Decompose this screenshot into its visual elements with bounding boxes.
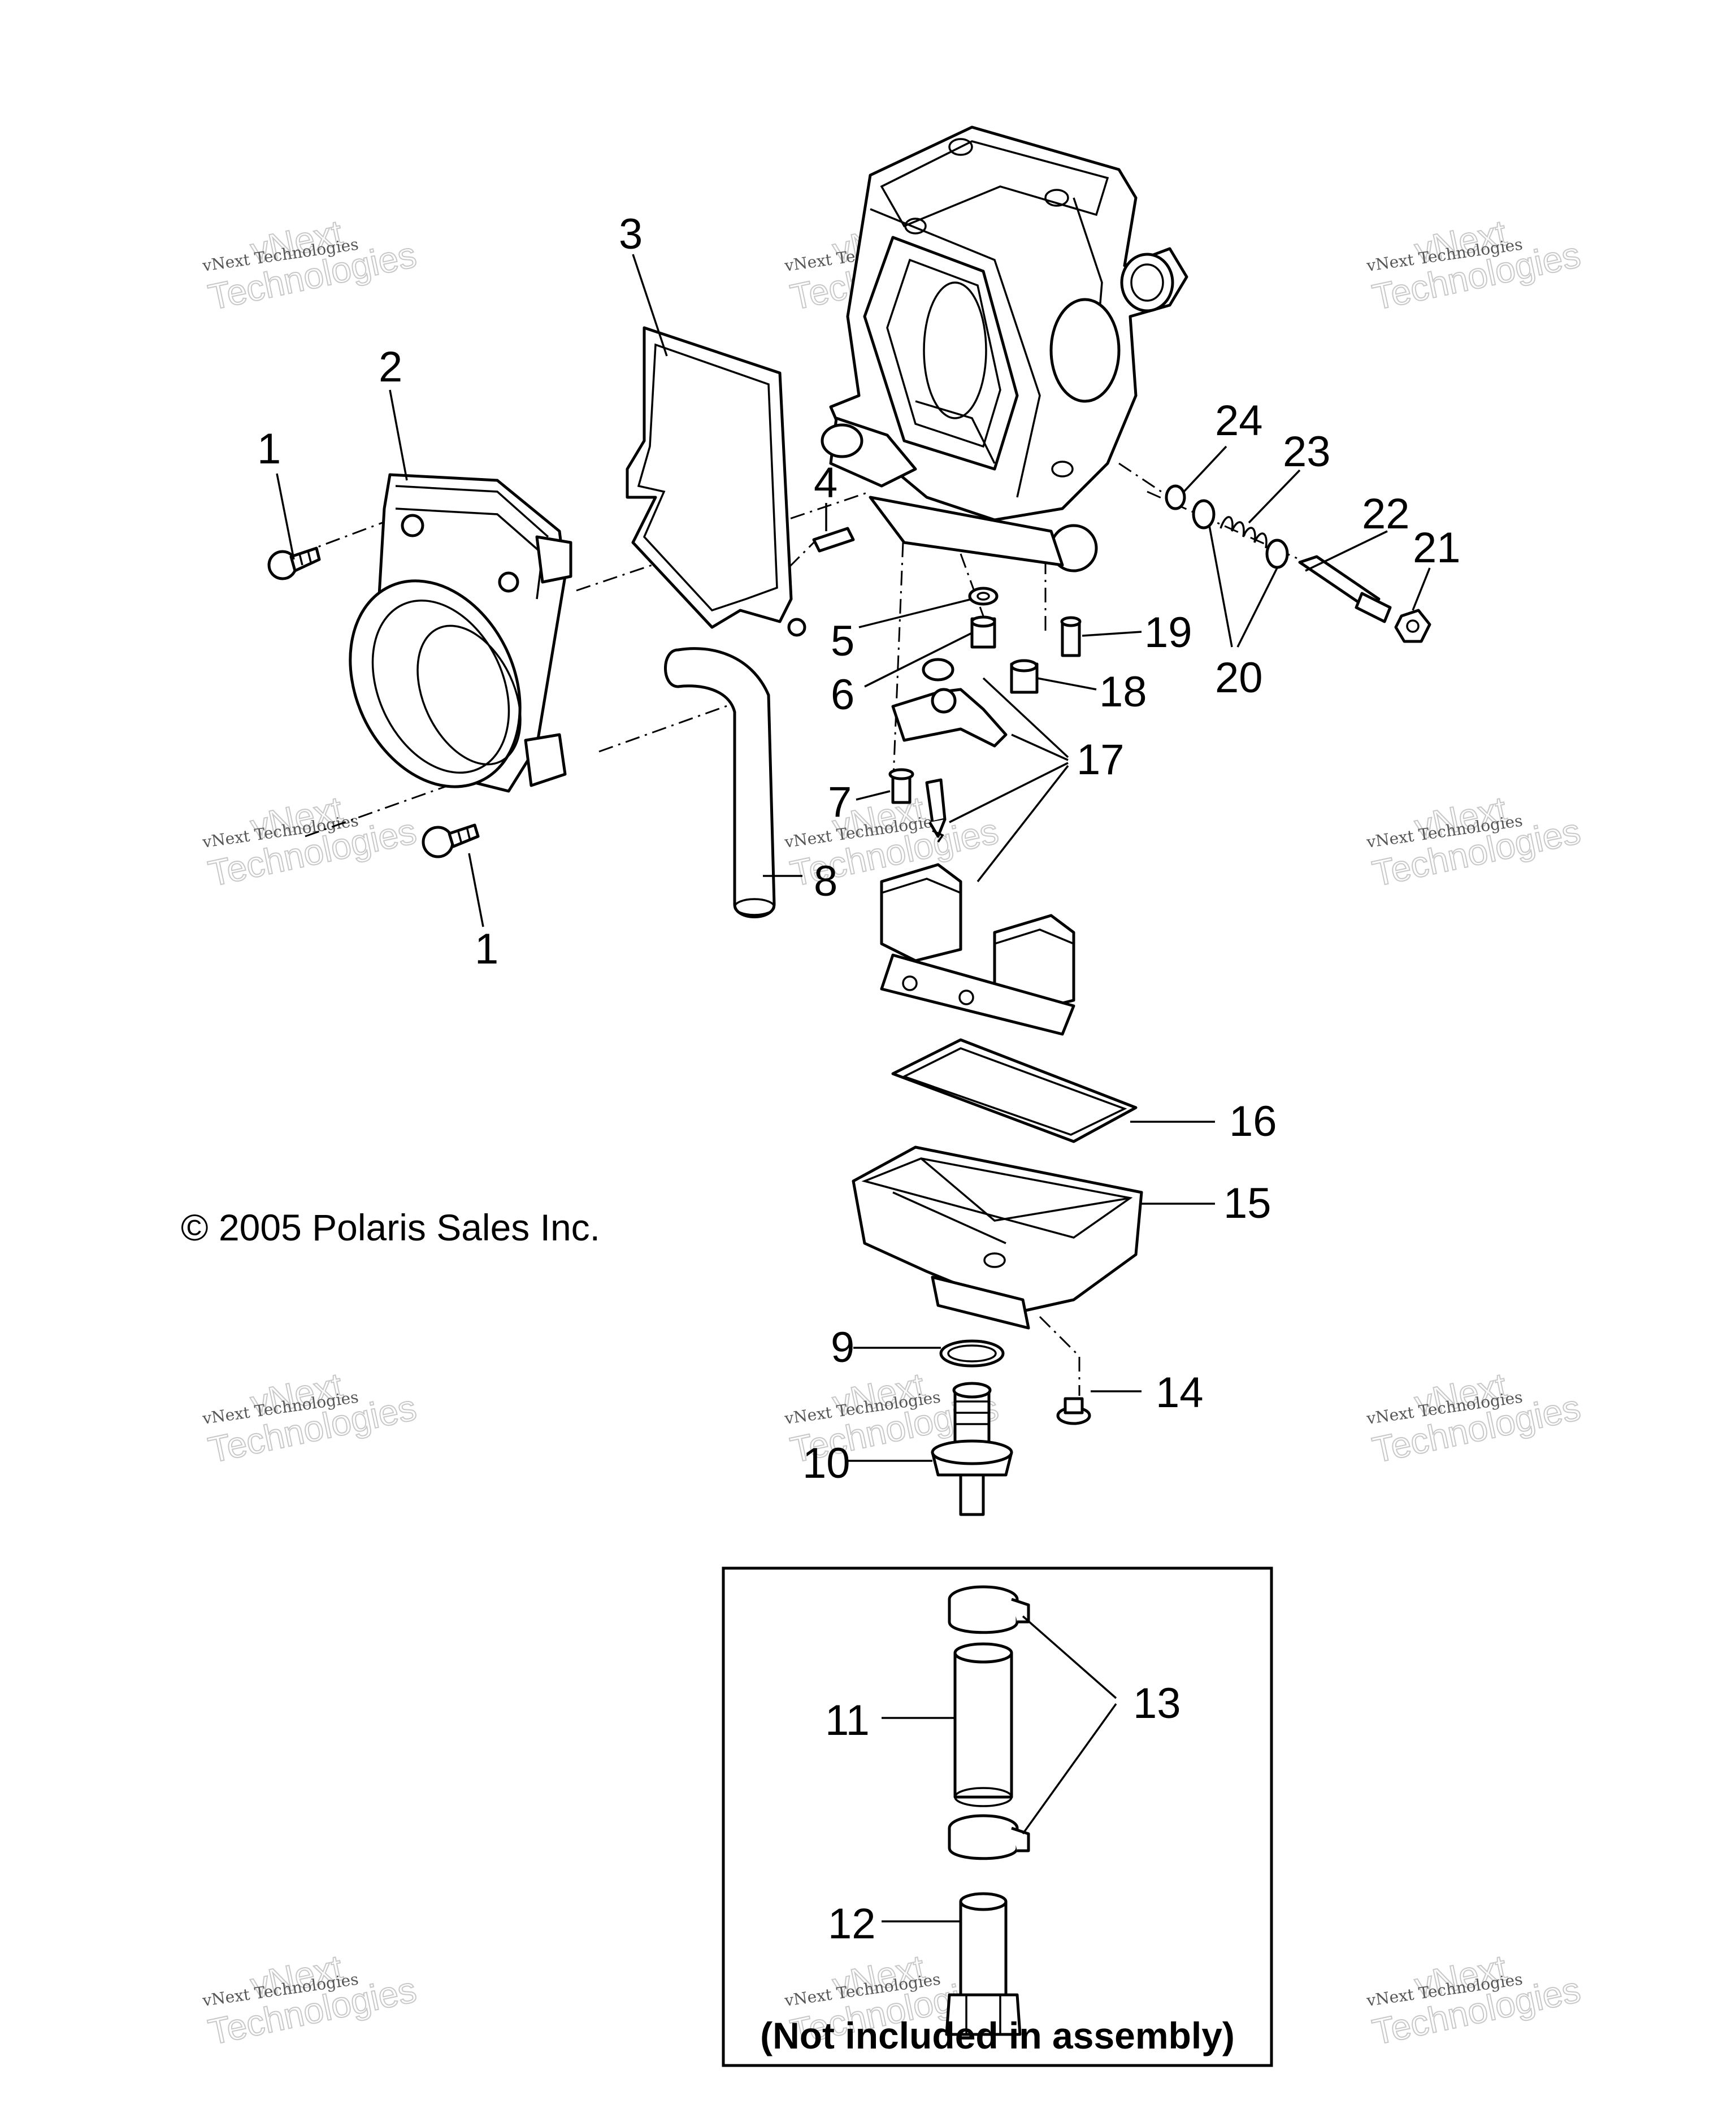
watermark: Technologies vNext vNext Technologies: [201, 788, 420, 895]
callout-1-bottom: 1: [475, 925, 498, 973]
watermark: Technologies vNext vNext Technologies: [1365, 788, 1585, 895]
part-4-pin: [812, 527, 855, 553]
part-23-spring: [1219, 516, 1268, 549]
callout-3: 3: [619, 210, 643, 258]
callout-24: 24: [1215, 397, 1263, 445]
part-5-washer: [968, 587, 999, 606]
callout-15: 15: [1223, 1179, 1271, 1227]
callout-7: 7: [828, 778, 852, 826]
part-13-clamp-lower: [948, 1814, 1030, 1860]
part-9-oring: [939, 1339, 1005, 1368]
part-3-gasket: [626, 326, 806, 637]
part-17-needle: [925, 778, 947, 838]
part-17-float-arm: [891, 688, 1008, 748]
part-12-drain-plug: [945, 1892, 1022, 2036]
part-10-drain-fitting: [931, 1382, 1013, 1516]
callout-17: 17: [1077, 736, 1125, 784]
part-13-clamp-upper: [948, 1585, 1030, 1634]
watermark: Technologies vNext vNext Technologies: [201, 1364, 420, 1471]
callout-14: 14: [1156, 1369, 1204, 1417]
callouts: 1 1 2 3 4 5 6 7 8 9 10 11 12 13 14 15 16…: [257, 210, 1461, 1948]
part-1-screw-upper: [267, 546, 321, 580]
watermark: Technologies vNext vNext Technologies: [1365, 211, 1585, 318]
callout-23: 23: [1283, 428, 1331, 476]
callout-18: 18: [1099, 668, 1147, 716]
callout-6: 6: [831, 671, 854, 719]
leader-lines: [276, 254, 1431, 1923]
callout-12: 12: [828, 1900, 876, 1948]
part-17-clip: [932, 830, 944, 843]
callout-4: 4: [814, 459, 837, 507]
watermark: Technologies vNext vNext Technologies: [201, 1946, 420, 2053]
callout-13: 13: [1133, 1680, 1181, 1728]
callout-20: 20: [1215, 654, 1263, 702]
carburetor-body: [821, 125, 1188, 572]
part-14-screw: [1056, 1397, 1091, 1425]
part-2-inlet-housing: [349, 473, 572, 793]
part-1-screw-lower: [422, 823, 480, 858]
callout-19: 19: [1144, 609, 1192, 657]
callout-1-top: 1: [257, 425, 281, 473]
callout-21: 21: [1413, 524, 1461, 572]
part-11-tube: [953, 1642, 1013, 1807]
callout-10: 10: [802, 1439, 850, 1487]
part-15-float-bowl: [852, 1145, 1143, 1330]
watermark: Technologies vNext vNext Technologies: [201, 211, 420, 318]
callout-9: 9: [831, 1323, 854, 1372]
part-18-jet: [1010, 659, 1039, 694]
part-21-nut: [1394, 609, 1431, 643]
part-6-jet: [970, 615, 996, 649]
part-8-hose: [664, 647, 776, 918]
watermark: Technologies vNext vNext Technologies: [1365, 1946, 1585, 2053]
callout-2: 2: [379, 343, 402, 391]
part-17-oring: [922, 658, 954, 682]
callout-8: 8: [814, 857, 837, 905]
callout-11: 11: [825, 1696, 870, 1745]
part-17-float: [880, 863, 1075, 1036]
callout-5: 5: [831, 617, 854, 665]
part-16-bowl-gasket: [891, 1038, 1138, 1143]
copyright-text: © 2005 Polaris Sales Inc.: [181, 1207, 600, 1248]
part-19-jet: [1060, 616, 1082, 657]
watermark: Technologies vNext vNext Technologies: [1365, 1364, 1585, 1471]
not-included-box: [722, 1566, 1273, 2067]
callout-22: 22: [1362, 490, 1410, 538]
part-22-pilot-screw: [1298, 555, 1392, 623]
part-7-screw: [888, 768, 914, 804]
part-20-oring: [1192, 499, 1289, 569]
callout-16: 16: [1229, 1097, 1277, 1145]
part-24-washer: [1165, 484, 1186, 510]
not-included-note: (Not included in assembly): [760, 2015, 1235, 2056]
